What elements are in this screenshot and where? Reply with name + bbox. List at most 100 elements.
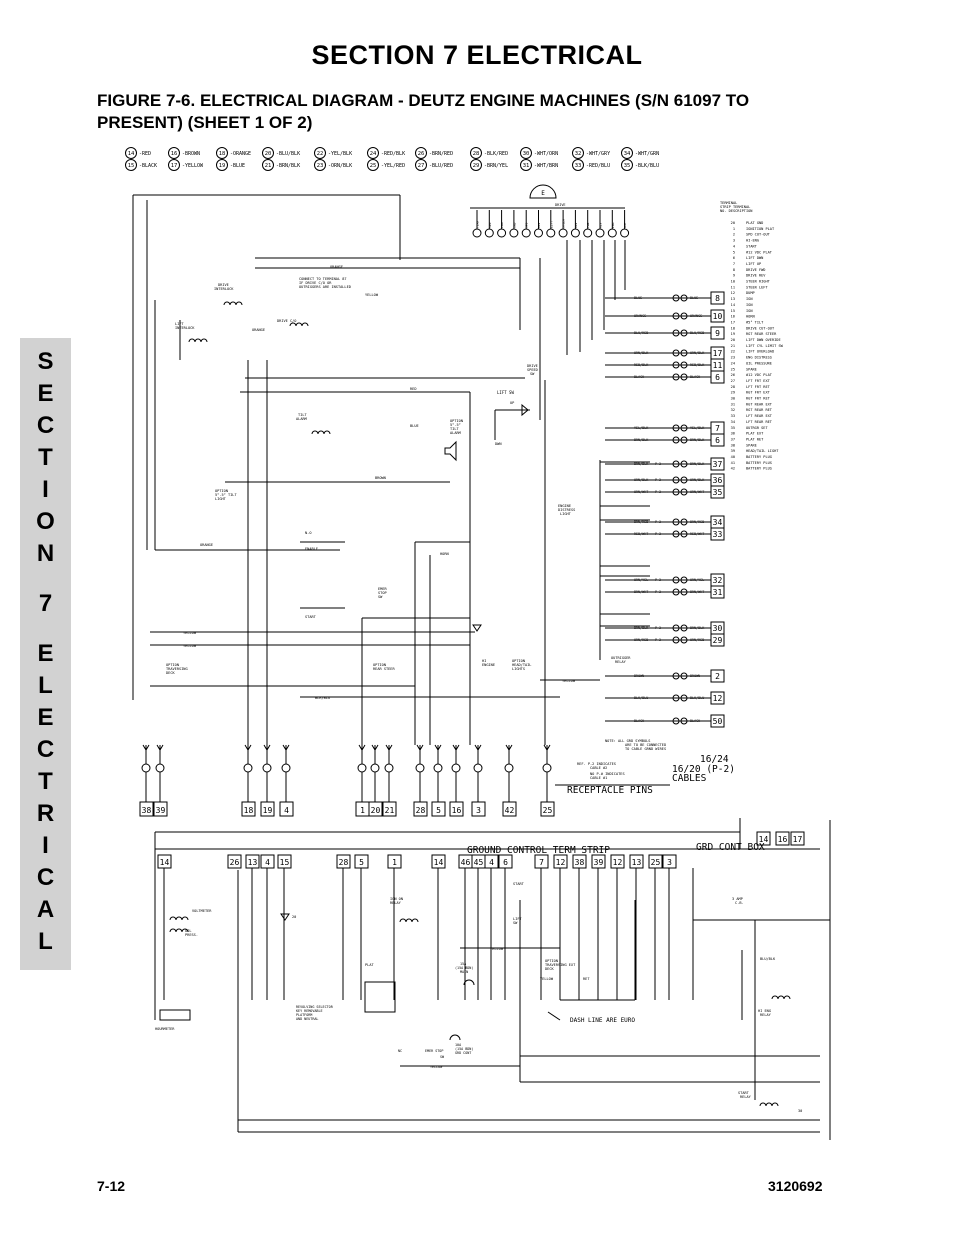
diagram-label: N-O: [305, 531, 312, 535]
diagram-label: TILT: [298, 413, 307, 417]
legend-terminal-no: 4: [733, 244, 735, 248]
connector-pin: [370, 763, 380, 773]
pin: [680, 518, 688, 526]
terminal-number: 11: [713, 361, 723, 370]
legend-number-circle: [314, 159, 326, 171]
legend-number: 21: [265, 163, 272, 169]
ground-terminal-box: [591, 854, 606, 869]
terminal-number: 2: [715, 672, 720, 681]
wire-color: ORN/RED: [690, 638, 704, 642]
diagram-label: EMER STOP: [425, 1049, 443, 1053]
ground-terminal-box: [553, 854, 568, 869]
side-tab-letter: I: [42, 476, 49, 503]
pin: [680, 460, 688, 468]
diagram-label: START: [738, 1091, 750, 1095]
legend-terminal-desc: STEER LEFT: [746, 285, 768, 289]
legend-terminal-no: 29: [731, 391, 735, 395]
diagram-label: LIGHT: [215, 497, 227, 501]
legend-terminal-desc: PLAT EXT: [746, 432, 764, 436]
side-tab-letter: T: [38, 768, 53, 795]
connector-pin: [509, 228, 519, 238]
wire-color: ORN/WHT: [634, 490, 648, 494]
legend-number-circle: [520, 147, 532, 159]
wire: [244, 744, 252, 751]
legend-number-circle: [470, 159, 482, 171]
wire: [416, 744, 424, 751]
diagram-label: EMER: [378, 587, 387, 591]
connector-pin: [620, 228, 630, 238]
ground-terminal-box: [431, 854, 446, 869]
diode-symbol: [280, 913, 290, 921]
wire-color: ORN/BLK: [634, 351, 649, 355]
ground-terminal-box: [534, 854, 549, 869]
wire-label: STEER: [562, 219, 566, 228]
pin: [672, 373, 680, 381]
drive-connector-label: E: [541, 190, 545, 197]
pin: [672, 424, 680, 432]
wire-color: BLUE: [410, 424, 419, 428]
legend-terminal-desc: BATTERY PLUS: [746, 461, 772, 465]
legend-terminal-no: 41: [731, 461, 735, 465]
wire: [282, 744, 290, 751]
wire-color: BROWN: [375, 476, 386, 480]
label-horn: HORN: [440, 552, 449, 556]
terminal-number: 5: [436, 806, 441, 815]
legend-number: 26: [418, 151, 425, 157]
wire-color: BRN/RED: [690, 520, 704, 524]
legend-number: 24: [370, 151, 377, 157]
label-voltmeter: VOLTMETER: [192, 909, 212, 913]
legend-terminal-no: 31: [731, 402, 735, 406]
diagram-label: HEAD/TAIL: [512, 663, 531, 667]
diagram-label: SW: [530, 372, 535, 376]
pin: [672, 294, 680, 302]
terminal-number: 12: [713, 694, 723, 703]
diagram-label: RELAY: [740, 1095, 752, 1099]
legend-terminal-desc: RGT REAR RET: [746, 408, 773, 412]
pin: [672, 488, 680, 496]
legend-terminal-no: 30: [731, 397, 735, 401]
terminal-number: 34: [713, 518, 723, 527]
connect-note: OUTRIGGERS ARE INSTALLED: [299, 285, 351, 289]
legend-terminal-no: 19: [731, 332, 735, 336]
diagram-label: 3 AMP: [732, 897, 743, 901]
label-hourmeter: HOURMETER: [155, 1027, 175, 1031]
ground-terminal-box: [484, 854, 499, 869]
hourmeter-box: [159, 1009, 191, 1021]
cable-tag: P-2: [655, 490, 661, 494]
terminal-number: 14: [434, 858, 444, 867]
side-tab-letter: C: [36, 864, 55, 891]
document-number: 3120692: [768, 1178, 823, 1194]
terminal-number: 35: [713, 488, 723, 497]
cable-tag: P-2: [655, 626, 661, 630]
wire-color: YEL/BLK: [634, 426, 649, 430]
wire-color: RED: [410, 387, 417, 391]
legend-color: -RED/BLU: [586, 163, 610, 169]
right-terminal-box: [710, 691, 725, 705]
wire-color: BROWN: [690, 674, 700, 678]
wire-label: ENG: [611, 222, 615, 228]
legend-terminal-desc: RGT REAR STEER: [746, 332, 777, 336]
label-plat: PLAT: [365, 963, 374, 967]
diagram-label: SPEED: [527, 368, 538, 372]
ground-terminal-box: [572, 854, 587, 869]
legend-terminal-no: 36: [731, 432, 735, 436]
side-tab-letter: L: [38, 928, 53, 955]
pin: [680, 624, 688, 632]
dash-line-label: DASH LINE ARE EURO: [570, 1017, 635, 1024]
legend-terminal-desc: IGN: [746, 297, 753, 301]
legend-color: -BRN/BLK: [276, 163, 300, 169]
wire-color: ORANGE: [330, 265, 343, 269]
legend-terminal-desc: RGT REAR EXT: [746, 402, 773, 406]
diagram-label: TRAVERSING EXT: [545, 963, 576, 967]
label-drive-co: DRIVE C/O: [277, 319, 296, 323]
legend-number: 31: [523, 163, 530, 169]
wire-color: BRN/BLK: [690, 626, 705, 630]
legend-color: -BROWN: [182, 151, 200, 157]
legend-terminal-no: 35: [731, 426, 735, 430]
label-start: START: [305, 615, 317, 619]
selector-switch: [364, 981, 396, 1013]
legend-color: -BLUE: [230, 163, 245, 169]
terminal-number: 39: [594, 858, 604, 867]
connector-pin: [262, 763, 272, 773]
pin: [680, 294, 688, 302]
